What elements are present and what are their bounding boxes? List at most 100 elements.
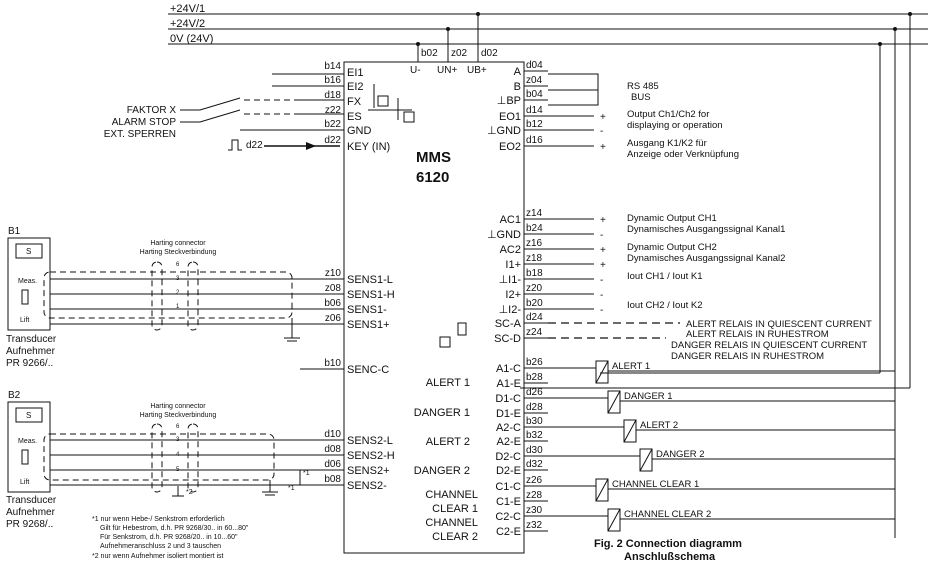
right-pin-contact: z04 — [526, 75, 543, 86]
right-pin-label: D1-E — [496, 408, 521, 420]
right-pin-contact: z14 — [526, 208, 543, 219]
sign-marks: +-++-++--- — [548, 112, 606, 316]
transducer1-name: Transducer — [6, 334, 57, 345]
right-pin-label: ⊥GND — [487, 229, 521, 241]
right-pin-contact: b26 — [526, 357, 543, 368]
left-pin-label: SENS2- — [347, 480, 387, 492]
contact-group-label: CLEAR 2 — [432, 531, 478, 543]
left-pin-label: SENS1-L — [347, 274, 393, 286]
svg-text:*1 nur wenn Hebe-/ Senkstrom e: *1 nur wenn Hebe-/ Senkstrom erforderlic… — [92, 516, 225, 523]
right-pin-label: C1-E — [496, 496, 521, 508]
contact-group-label: CHANNEL — [425, 489, 478, 501]
relay-label-chclear1: CHANNEL CLEAR 1 — [612, 479, 699, 490]
left-pin-label: SENC-C — [347, 364, 389, 376]
svg-text:DANGER RELAIS IN RUHESTROM: DANGER RELAIS IN RUHESTROM — [671, 351, 824, 362]
right-pin-label: A2-E — [497, 436, 521, 448]
right-pin-label: ⊥BP — [497, 95, 521, 107]
svg-text:Lift: Lift — [20, 479, 29, 486]
right-pin-contact: z16 — [526, 238, 543, 249]
caption-line2: Anschlußschema — [624, 551, 716, 563]
rail-0v-label: 0V (24V) — [170, 33, 213, 45]
right-pin-label: D2-C — [495, 451, 521, 463]
svg-text:Gilt für Hebestrom, d.h. PR 92: Gilt für Hebestrom, d.h. PR 9268/30.. in… — [100, 525, 249, 532]
footnotes: *1 nur wenn Hebe-/ Senkstrom erforderlic… — [92, 516, 249, 560]
right-pin-label: B — [514, 81, 521, 93]
right-pin-label: A2-C — [496, 422, 521, 434]
minus-mark: - — [600, 305, 603, 316]
left-pin-label: KEY (IN) — [347, 141, 390, 153]
relay-coil — [623, 419, 637, 443]
left-pin-contact: d22 — [324, 135, 341, 146]
right-pin-label: SC-D — [494, 333, 521, 345]
relay-coil — [607, 508, 621, 532]
right-pin-contact: z32 — [526, 520, 543, 531]
svg-text:3: 3 — [176, 276, 180, 282]
mms-module-box — [343, 61, 525, 554]
right-pin-label: C1-C — [495, 481, 521, 493]
left-pin-label: ES — [347, 111, 362, 123]
svg-text:1: 1 — [176, 304, 180, 310]
caption-line1: Fig. 2 Connection diagramm — [594, 538, 742, 550]
left-pin-contact: z22 — [325, 105, 342, 116]
faktor-label: FAKTOR X — [127, 105, 177, 116]
contact-group-label: DANGER 2 — [414, 465, 470, 477]
left-pin-label: SENS1-H — [347, 289, 395, 301]
svg-text:Output Ch1/Ch2 for: Output Ch1/Ch2 for — [627, 109, 709, 120]
left-pin-contact: b16 — [324, 75, 341, 86]
plus-mark: + — [600, 245, 606, 256]
svg-text:RS 485: RS 485 — [627, 81, 659, 92]
contact-group-label: ALERT 1 — [426, 377, 470, 389]
input-switches: FAKTOR X ALARM STOP EXT. SPERREN d22 — [104, 73, 415, 151]
rail-24v2-label: +24V/2 — [170, 18, 205, 30]
svg-text:Meas.: Meas. — [18, 278, 37, 285]
minus-mark: - — [600, 290, 603, 301]
left-pin-contact: b10 — [324, 358, 341, 369]
svg-text:6: 6 — [176, 262, 180, 268]
right-pin-label: EO1 — [499, 111, 521, 123]
svg-text:Dynamisches Ausgangssignal Kan: Dynamisches Ausgangssignal Kanal1 — [627, 224, 785, 235]
transducer2-name: Transducer — [6, 495, 57, 506]
plus-mark: + — [600, 215, 606, 226]
plus-mark: + — [600, 112, 606, 123]
svg-text:S: S — [26, 411, 31, 420]
left-pin-label: SENS1- — [347, 304, 387, 316]
right-pin-contact: d24 — [526, 312, 543, 323]
right-pin-label: AC2 — [500, 244, 521, 256]
svg-text:6: 6 — [176, 424, 180, 430]
power-pins: b02 z02 d02 U- UN+ UB+ — [410, 14, 498, 76]
right-descriptions: RS 485 BUS Output Ch1/Ch2 for displaying… — [439, 73, 872, 362]
relay-coil — [595, 478, 609, 502]
transducer-b1: B1 S Meas. Lift Transducer Aufnehmer PR … — [6, 226, 344, 369]
pin-d02: d02 — [481, 48, 498, 59]
right-pin-contact: b24 — [526, 223, 543, 234]
svg-text:Aufnehmeranschluss 2 und 3 tau: Aufnehmeranschluss 2 und 3 tauschen — [100, 543, 221, 550]
right-pin-contact: b18 — [526, 268, 543, 279]
left-pin-contact: z08 — [325, 283, 342, 294]
harting2-label: Harting connector — [150, 403, 206, 410]
left-pin-label: EI1 — [347, 67, 364, 79]
svg-text:PR 9268/..: PR 9268/.. — [6, 519, 53, 530]
svg-text:*1: *1 — [303, 470, 310, 477]
relay-label-danger1: DANGER 1 — [624, 391, 673, 402]
left-pin-contact: z10 — [325, 268, 342, 279]
right-pin-contact: d28 — [526, 402, 543, 413]
right-pin-label: ⊥GND — [487, 125, 521, 137]
right-pin-group: Ad04Bz04⊥BPb04EO1d14⊥GNDb12EO2d16AC1z14⊥… — [487, 60, 548, 538]
svg-text:Aufnehmer: Aufnehmer — [6, 346, 56, 357]
module-title-2: 6120 — [416, 169, 449, 186]
right-pin-contact: z30 — [526, 505, 543, 516]
minus-mark: - — [600, 126, 603, 137]
svg-text:Ausgang K1/K2 für: Ausgang K1/K2 für — [627, 138, 707, 149]
left-pin-contact: b22 — [324, 119, 341, 130]
right-pin-contact: b32 — [526, 430, 543, 441]
right-pin-label: A — [514, 66, 522, 78]
right-pin-label: EO2 — [499, 141, 521, 153]
svg-text:4: 4 — [176, 452, 180, 458]
svg-text:S: S — [26, 247, 31, 256]
relay-label-alert1: ALERT 1 — [612, 361, 650, 372]
harting1-label: Harting connector — [150, 240, 206, 247]
contact-group-label: DANGER 1 — [414, 407, 470, 419]
right-pin-label: D1-C — [495, 393, 521, 405]
right-pin-contact: d26 — [526, 387, 543, 398]
